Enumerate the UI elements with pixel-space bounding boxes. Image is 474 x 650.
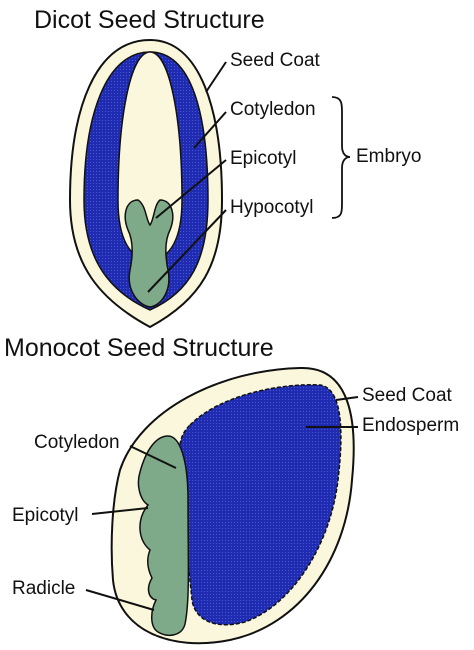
monocot-title: Monocot Seed Structure: [4, 334, 274, 362]
monocot-epicotyl-leader: [91, 507, 149, 515]
monocot-radicle-leader: [85, 589, 155, 611]
monocot-embryo: [137, 435, 190, 637]
dicot-epicotyl-leader: [155, 159, 227, 219]
monocot-cotyledon-label: Cotyledon: [34, 432, 120, 453]
dicot-seed-coat-label: Seed Coat: [230, 50, 320, 71]
dicot-cotyledon-label: Cotyledon: [230, 99, 316, 120]
monocot-seed-coat-leader: [335, 396, 359, 401]
dicot-hypocotyl-leader: [147, 209, 227, 293]
monocot-endosperm-label: Endosperm: [362, 415, 460, 436]
dicot-hypocotyl-label: Hypocotyl: [230, 197, 314, 218]
embryo-label: Embryo: [356, 146, 422, 167]
monocot-epicotyl-label: Epicotyl: [12, 505, 79, 526]
dicot-seed-coat-leader: [205, 61, 227, 93]
monocot-seed-coat-label: Seed Coat: [362, 385, 452, 406]
monocot-cotyledon-leader: [129, 445, 177, 469]
embryo-brace: [331, 96, 351, 219]
monocot-radicle-label: Radicle: [12, 578, 76, 599]
dicot-cotyledon-leader: [193, 111, 227, 149]
dicot-epicotyl-label: Epicotyl: [230, 148, 297, 169]
dicot-title: Dicot Seed Structure: [34, 6, 265, 34]
monocot-endosperm: [178, 384, 342, 626]
